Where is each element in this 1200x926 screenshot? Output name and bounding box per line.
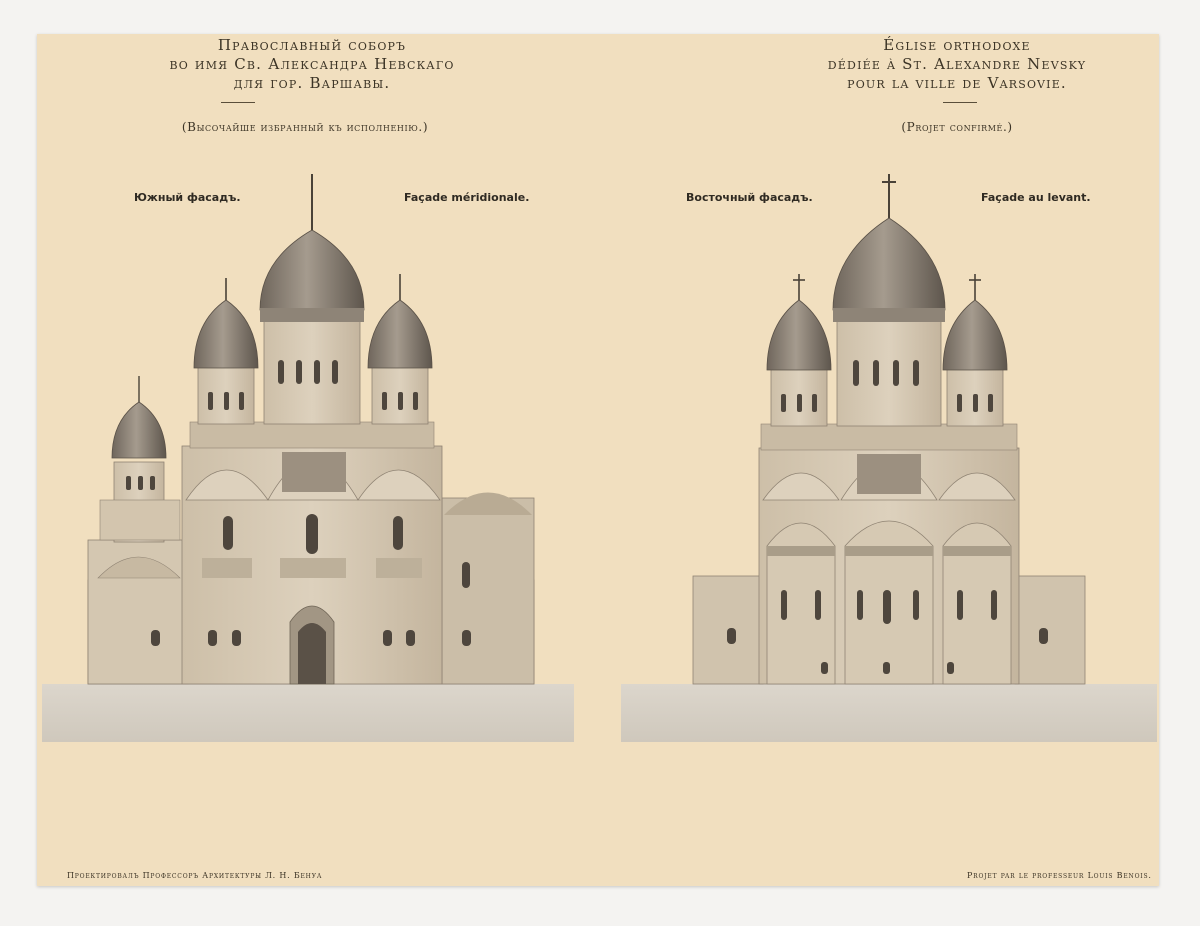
left-subtitle: (Высочайше избранный къ исполненію.) xyxy=(181,120,429,134)
right-title-line2: dédiée à St. Alexandre Nevsky xyxy=(827,55,1087,73)
left-title-line1: Православный соборъ xyxy=(217,36,407,54)
central-dome xyxy=(259,229,365,311)
left-title-line2: во имя Св. Александра Невскаго xyxy=(169,55,455,73)
left-label-ru: Южный фасадъ. xyxy=(134,191,241,204)
ground xyxy=(42,684,574,742)
left-title-rule xyxy=(221,102,255,103)
right-title-line1: Église orthodoxe xyxy=(883,36,1031,54)
right-side-dome xyxy=(367,299,433,369)
south-facade-plate xyxy=(42,170,574,742)
left-side-dome xyxy=(766,299,832,371)
east-facade-drawing xyxy=(621,174,1157,742)
right-title-rule xyxy=(943,102,977,103)
right-side-dome xyxy=(942,299,1008,371)
east-facade-plate xyxy=(621,170,1157,742)
right-title-line3: pour la ville de Varsovie. xyxy=(847,74,1067,92)
right-subtitle: (Projet confirmé.) xyxy=(901,120,1013,134)
left-side-dome xyxy=(193,299,259,369)
left-label-fr: Façade méridionale. xyxy=(404,191,530,204)
right-label-fr: Façade au levant. xyxy=(981,191,1091,204)
bell-tower-dome xyxy=(111,401,167,459)
footer-right: Projet par le professeur Louis Benois. xyxy=(967,871,1152,880)
ground xyxy=(621,684,1157,742)
footer-left: Проектировалъ Профессоръ Архитектуры Л. … xyxy=(67,871,323,880)
right-label-ru: Восточный фасадъ. xyxy=(686,191,813,204)
south-facade-drawing xyxy=(42,174,574,742)
central-dome xyxy=(832,217,946,311)
left-title-line3: для гор. Варшавы. xyxy=(233,74,391,92)
